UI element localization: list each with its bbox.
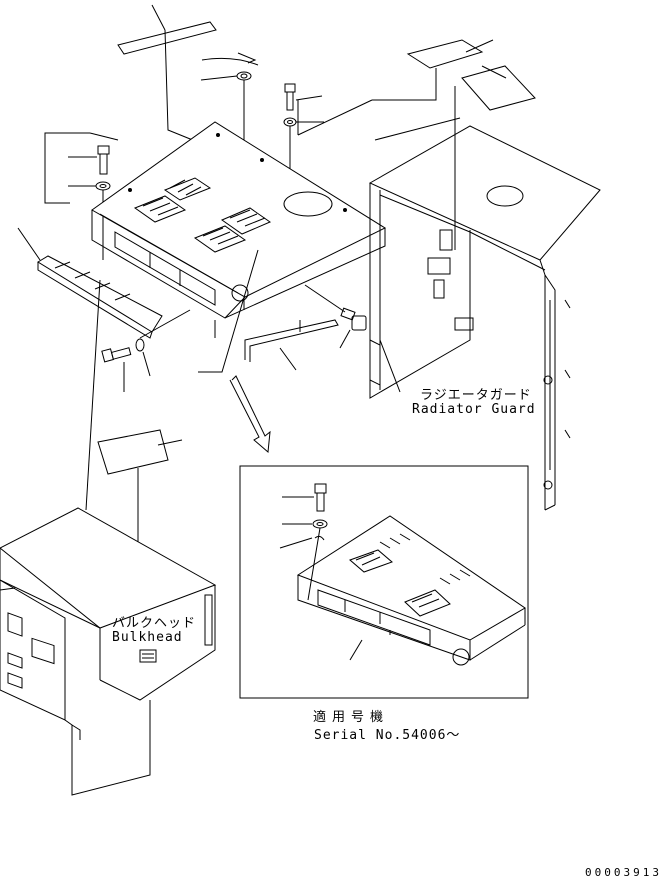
top-cover (91, 121, 387, 319)
clip-part (201, 52, 259, 66)
leader-radiator-guard (379, 339, 401, 393)
label-bulkhead-jp: バルクヘッド (112, 616, 197, 631)
guard-rod (244, 319, 339, 371)
leader-bracket (44, 132, 90, 204)
decal-top-right (297, 39, 536, 250)
label-radiator-guard-en: Radiator Guard (412, 402, 536, 417)
radiator-guard (368, 125, 601, 511)
bulkhead (0, 507, 217, 796)
bolt-upper-left (68, 145, 111, 260)
detail-box (239, 465, 529, 699)
drawing-number: 00003913 (585, 866, 662, 879)
decal-top (117, 4, 217, 146)
label-bulkhead-en: Bulkhead (112, 630, 183, 645)
label-radiator-guard-jp: ラジエータガード (420, 388, 532, 403)
bolt-top-center (283, 83, 324, 175)
decal-bulkhead (97, 429, 183, 580)
label-serial-jp: 適用号機 (313, 710, 390, 725)
bolt-side (304, 284, 367, 349)
label-serial-en: Serial No.54006～ (314, 728, 461, 743)
leader-cover (198, 249, 259, 373)
leader-to-bulkhead (85, 279, 101, 511)
detail-arrow (229, 375, 271, 454)
front-grille-panel (17, 227, 163, 339)
bolt-lower-left (101, 309, 191, 392)
